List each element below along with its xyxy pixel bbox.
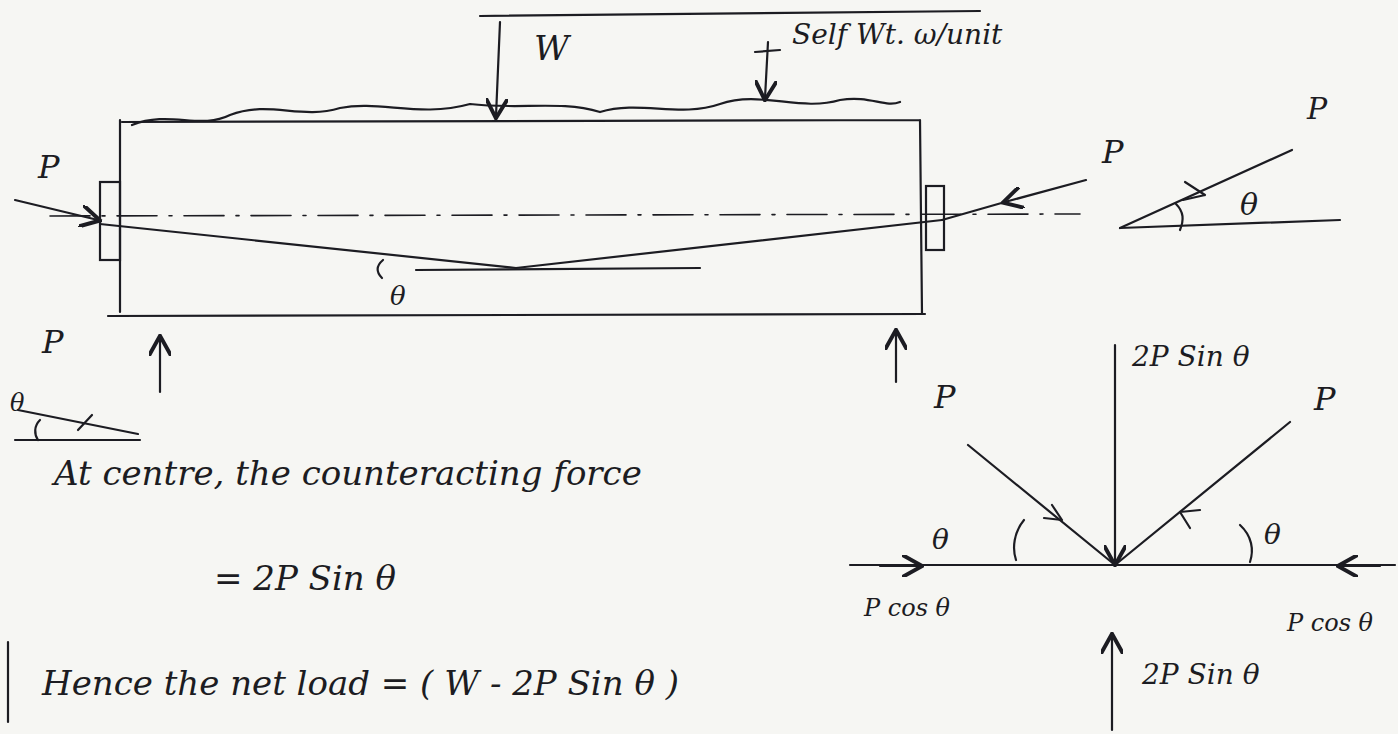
- force-label: 2P Sin θ: [1140, 660, 1261, 691]
- angle-label: θ: [388, 282, 408, 311]
- note-text: At centre, the counteracting force: [52, 455, 644, 492]
- component-label: P cos θ: [862, 595, 952, 621]
- angle-label: θ: [930, 525, 951, 556]
- load-label: W: [532, 30, 571, 67]
- force-label: P: [932, 380, 958, 415]
- angle-label: θ: [8, 390, 26, 416]
- force-label: P: [1100, 135, 1126, 170]
- component-label: P cos θ: [1285, 610, 1375, 636]
- load-label: Self Wt. ω/unit: [790, 20, 1004, 51]
- note-text: = 2P Sin θ: [212, 560, 398, 597]
- force-label: P: [36, 150, 62, 185]
- force-label: P: [40, 325, 66, 360]
- angle-label: θ: [1238, 188, 1260, 221]
- force-label: P: [1312, 382, 1338, 417]
- force-label: 2P Sin θ: [1130, 342, 1251, 373]
- angle-label: θ: [1262, 520, 1283, 551]
- note-text: Hence the net load = ( W - 2P Sin θ ): [40, 665, 681, 702]
- force-label: P: [1305, 92, 1329, 125]
